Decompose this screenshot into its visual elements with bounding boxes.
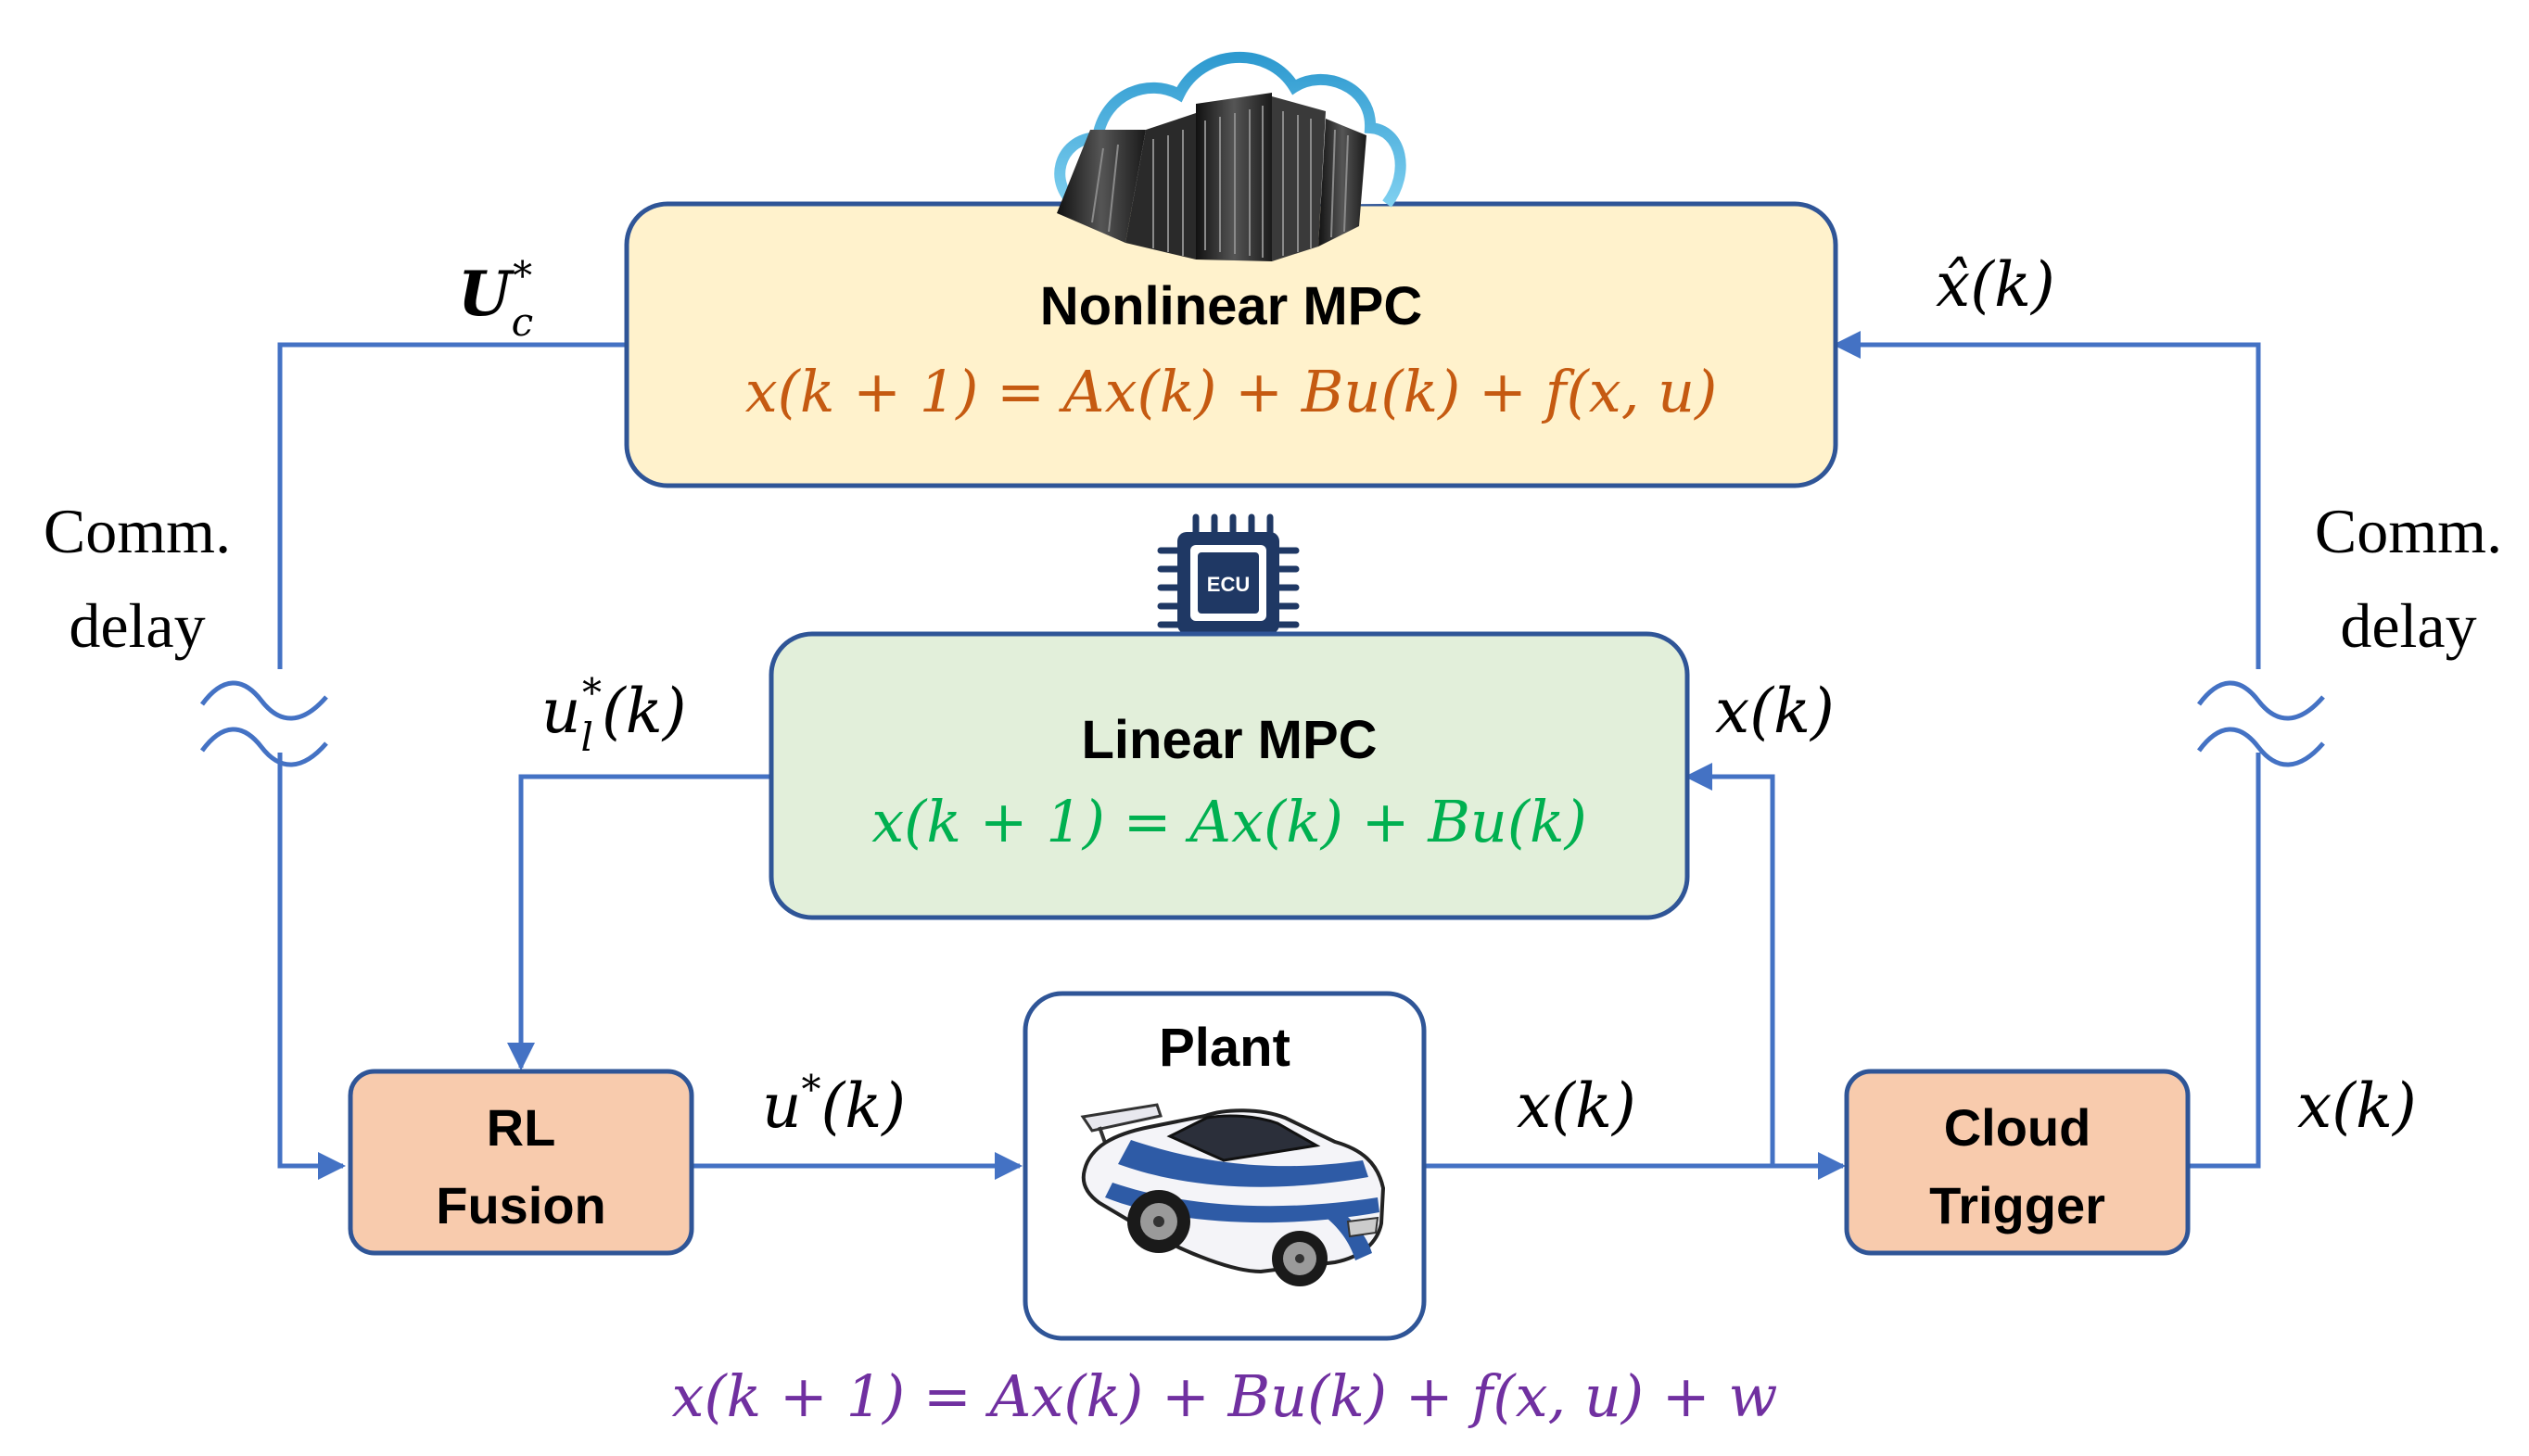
cloud-trigger-line2: Trigger <box>1929 1176 2105 1234</box>
nonlinear-mpc-equation: x(k + 1) = Ax(k) + Bu(k) + f(x, u) <box>745 358 1718 425</box>
left-delay-line2: delay <box>69 590 205 661</box>
right-delay-line1: Comm. <box>2315 496 2502 566</box>
rl-fusion-line2: Fusion <box>436 1176 606 1234</box>
wire-uc-to-rl-fusion <box>277 342 627 1180</box>
wire-ul-to-rl-fusion <box>507 774 771 1070</box>
cloud-trigger-line1: Cloud <box>1944 1098 2091 1157</box>
signal-x-to-linear: x(k) <box>1715 676 1835 747</box>
signal-u-star: u*(k) <box>762 1067 906 1142</box>
race-car-icon <box>1080 1103 1386 1286</box>
linear-mpc-equation: x(k + 1) = Ax(k) + Bu(k) <box>871 788 1587 855</box>
cloud-server-icon <box>1054 52 1406 261</box>
signal-x-plant-out: x(k) <box>1517 1070 1636 1142</box>
left-delay-symbol <box>199 669 334 767</box>
wire-x-to-linear-mpc <box>1684 763 1775 1166</box>
right-delay-line2: delay <box>2340 590 2476 661</box>
signal-ul-star: ul*(k) <box>541 670 686 760</box>
signal-x-hat: x̂(k) <box>1936 249 2055 321</box>
left-delay-line1: Comm. <box>44 496 231 566</box>
nonlinear-mpc-block: Nonlinear MPC x(k + 1) = Ax(k) + Bu(k) +… <box>624 201 1838 488</box>
nonlinear-mpc-title: Nonlinear MPC <box>1040 276 1423 336</box>
right-delay-symbol <box>2196 669 2325 767</box>
rl-fusion-line1: RL <box>487 1098 556 1157</box>
plant-title: Plant <box>1159 1018 1290 1078</box>
cloud-trigger-block: Cloud Trigger <box>1844 1069 2191 1256</box>
signal-uc-star: Uc* <box>458 253 533 345</box>
ecu-label: ECU <box>1207 573 1250 596</box>
plant-equation: x(k + 1) = Ax(k) + Bu(k) + f(x, u) + w <box>671 1362 1777 1430</box>
signal-x-trigger-out: x(k) <box>2297 1070 2417 1142</box>
linear-mpc-title: Linear MPC <box>1081 710 1377 770</box>
wire-xhat-to-nonlinear-mpc <box>1833 331 2261 1169</box>
connection-wires <box>277 331 2261 1180</box>
rl-fusion-block: RL Fusion <box>348 1069 694 1256</box>
ecu-chip-icon: ECU <box>1157 513 1300 654</box>
linear-mpc-block: Linear MPC x(k + 1) = Ax(k) + Bu(k) <box>769 631 1690 920</box>
